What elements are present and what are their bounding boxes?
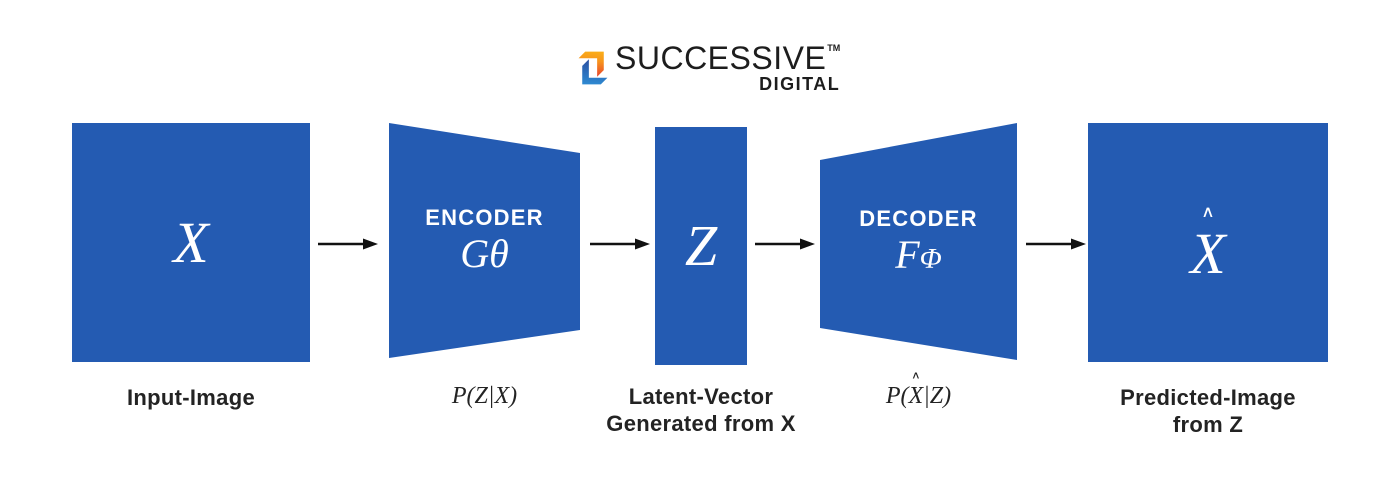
encoder-node: ENCODER Gθ — [389, 123, 580, 358]
trademark-symbol: TM — [827, 43, 841, 53]
encoder-title: ENCODER — [425, 205, 544, 231]
latent-caption-line1: Latent-Vector — [628, 384, 774, 409]
brand-logo: SUCCESSIVE TM DIGITAL — [578, 42, 840, 93]
brand-name: SUCCESSIVE — [615, 40, 827, 76]
encoder-caption: P(Z|X) — [451, 383, 518, 409]
decoder-phi-symbol: Φ — [919, 242, 942, 275]
encoder-trapezoid-shape — [389, 123, 580, 358]
hat-icon: ∧ — [911, 369, 921, 382]
decoder-caption-prefix: P( — [885, 383, 909, 409]
predicted-image-node: ∧ X — [1088, 123, 1328, 362]
arrow-right-icon — [1026, 238, 1086, 250]
input-image-node: X — [72, 123, 310, 362]
hat-icon: ∧ — [1201, 202, 1215, 221]
brand-subtitle: DIGITAL — [759, 74, 841, 94]
brand-logo-text: SUCCESSIVE TM DIGITAL — [615, 42, 840, 93]
latent-vector-node: Z — [655, 127, 747, 365]
input-image-caption: Input-Image — [127, 385, 255, 410]
latent-symbol: Z — [684, 213, 718, 278]
input-symbol: X — [173, 209, 209, 275]
decoder-caption-suffix: |Z) — [923, 383, 952, 409]
arrow-right-icon — [755, 238, 815, 250]
latent-caption-line2: Generated from X — [606, 411, 796, 436]
arrow-right-icon — [590, 238, 650, 250]
decoder-caption: P(∧X|Z) — [820, 370, 1017, 410]
predicted-caption-line2: from Z — [1172, 412, 1244, 437]
predicted-symbol: X — [1190, 220, 1226, 286]
latent-vector-caption: Latent-Vector Generated from X — [605, 383, 797, 437]
encoder-symbol: Gθ — [460, 230, 509, 276]
decoder-symbol: F — [895, 231, 920, 277]
decoder-title: DECODER — [859, 206, 978, 232]
successive-chevrons-icon — [578, 51, 608, 85]
predicted-image-caption: Predicted-Image from Z — [1088, 384, 1328, 438]
arrow-right-icon — [318, 238, 378, 250]
decoder-node: DECODER F Φ — [820, 123, 1017, 360]
predicted-caption-line1: Predicted-Image — [1120, 385, 1296, 410]
decoder-trapezoid-shape — [820, 123, 1017, 360]
decoder-caption-x: X — [908, 383, 924, 409]
